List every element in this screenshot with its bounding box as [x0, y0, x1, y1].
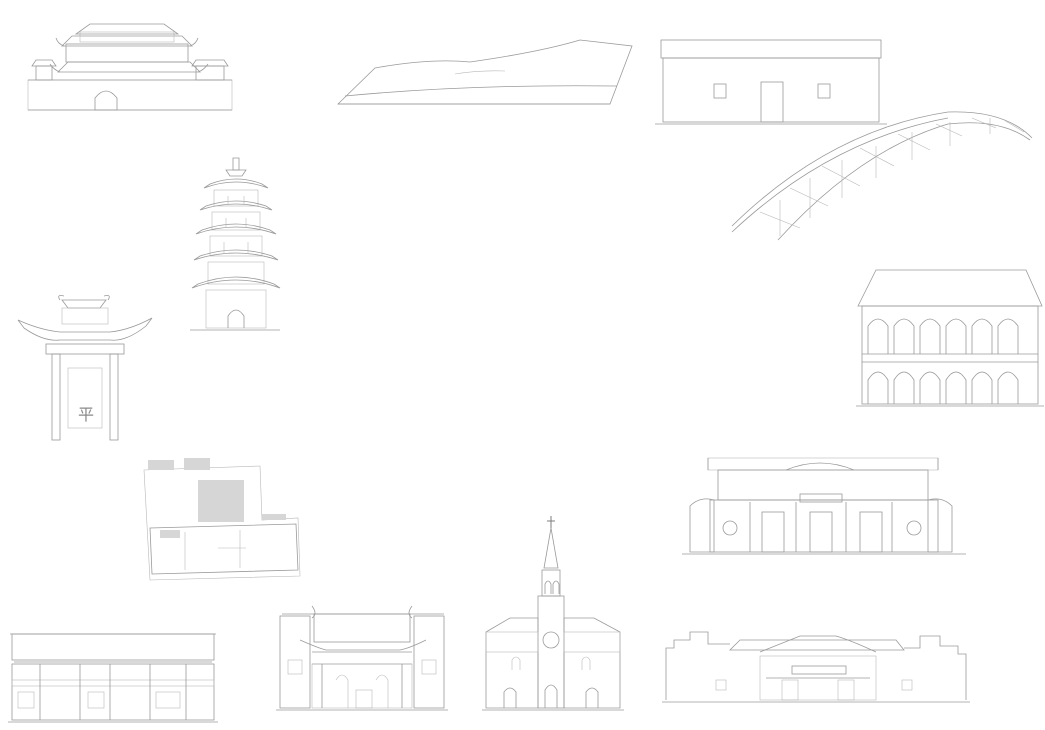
guildhall-drawing [682, 457, 966, 555]
shophouse-drawing [8, 633, 218, 723]
city-gate-tower-drawing [27, 23, 233, 111]
arcade-building-drawing [856, 269, 1044, 407]
warehouse-drawing [655, 39, 887, 125]
pagoda-drawing [190, 157, 281, 331]
paifang-inscription: 平 [78, 407, 94, 424]
ancestral-hall-drawing [662, 631, 970, 703]
floor-plan-drawing [143, 458, 301, 581]
wave-roof-drawing [337, 39, 633, 105]
temple-section-drawing [276, 605, 448, 711]
church-drawing [482, 516, 624, 711]
paifang-drawing: 平 [17, 295, 153, 441]
arch-bridge-drawing [731, 111, 1033, 241]
